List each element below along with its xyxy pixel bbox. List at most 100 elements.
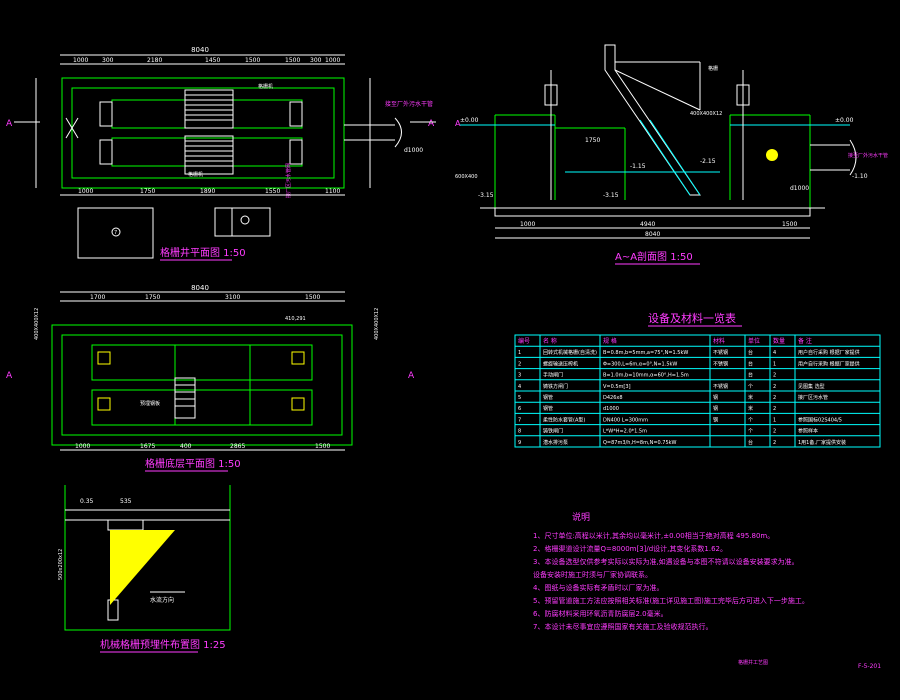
table-cell: 不锈钢 [713, 349, 728, 356]
detail-walls [64, 485, 231, 631]
table-header-cell: 编号 [518, 337, 530, 345]
table-header-cell: 规 格 [603, 337, 617, 345]
section-overall: 8040 [645, 231, 660, 238]
dim-text: 1000 [75, 443, 90, 450]
table-cell: 1 [773, 361, 776, 367]
table-cell: 4 [518, 384, 521, 390]
embed-plate-icon [291, 351, 305, 365]
notes-block: 说明 1、尺寸单位:高程以米计,其余均以毫米计,±0.00相当于绝对高程 495… [533, 511, 809, 631]
table-cell: 9 [518, 440, 521, 446]
table-cell: 4 [773, 350, 776, 356]
table-cell: 钢 [713, 394, 718, 401]
drawing-name: 格栅井工艺图 [738, 659, 768, 666]
table-cell: Q=87m3/h,H=8m,N=0.75kW [603, 440, 677, 446]
mid-note: 410,291 [285, 316, 306, 322]
note-line: 2、格栅渠道设计流量Q=8000m[3]/d设计,其变化系数1.62。 [533, 544, 727, 553]
lower-outer-wall [51, 324, 353, 446]
table-cell: 螺旋输送压榨机 [543, 360, 578, 367]
pump-circle-icon [111, 227, 121, 237]
table-cell: 钢管 [543, 394, 553, 401]
table-cell: 钢管 [543, 405, 553, 412]
dim-1750: 1750 [585, 137, 600, 144]
dim-text: 2865 [230, 443, 245, 450]
embed-plate-icon [97, 351, 111, 365]
dim-text: 1000 [520, 221, 535, 228]
section-view: 格栅 ±0.00 ±0.00 -1.15 -2.15 -3.15 [455, 44, 888, 265]
plan-lower-view: 8040 1700 1750 3100 1500 410,291 预埋钢板 40… [6, 284, 415, 472]
table-cell: D426x8 [603, 395, 623, 401]
dim-text: 1500 [782, 221, 797, 228]
table-cell: 用户自行采购 根据厂家提供 [798, 360, 860, 367]
table-cell: 7 [518, 417, 521, 423]
section-mark-right: A [428, 119, 435, 129]
dim-text: 1100 [325, 188, 340, 195]
embed-plate-icon [291, 397, 305, 411]
detail-dim-top: 535 [120, 498, 132, 505]
table-cell: 个 [748, 429, 753, 435]
elev-low-left: -3.15 [478, 192, 494, 199]
dim-text: 2180 [147, 57, 162, 64]
left-note: 600X400 [455, 174, 478, 180]
table-cell: 2 [773, 384, 776, 390]
table-cell: L*W*H=2.0*1.5m [603, 429, 647, 435]
elev-top-left: ±0.00 [460, 117, 479, 124]
dim-text: 1750 [145, 294, 160, 301]
gate-icon [99, 101, 113, 127]
gate-icon [99, 139, 113, 165]
plan-top-view: 8040 1000 300 2180 1450 1500 1500 300 10… [6, 46, 436, 261]
table-cell: 8 [518, 429, 521, 435]
table-cell: B=0.8m,b=5mm,a=75°,N=1.5kW [603, 350, 688, 356]
table-cell: 不锈钢 [713, 360, 728, 367]
table-header-cell: 材料 [713, 337, 725, 345]
table-cell: Φ=300,L=6m,α=0°,N=1.5kW [603, 361, 677, 367]
table-cell: 参照样本 [798, 428, 818, 435]
inner-wall [71, 87, 335, 179]
note-line: 1、尺寸单位:高程以米计,其余均以毫米计,±0.00相当于绝对高程 495.80… [533, 531, 774, 540]
table-header-cell: 数量 [773, 337, 785, 345]
table-cell: 接厂区污水管 [798, 394, 828, 401]
outer-wall [61, 77, 345, 189]
section-outlet-pipe [810, 139, 857, 176]
outlet-pipe [344, 117, 402, 148]
pipe-size: d1000 [404, 147, 423, 154]
elev-mid2: -2.15 [700, 158, 716, 165]
section-pipe-size: d1000 [790, 185, 809, 192]
dim-text: 400 [180, 443, 192, 450]
dim-text: 1550 [265, 188, 280, 195]
tank-outline [494, 115, 811, 209]
note-line: 5、预留管道施工方法应按照相关标准(施工详见施工图)施工完毕后方可进入下一步施工… [533, 596, 809, 605]
table-cell: 2 [773, 373, 776, 379]
dim-text: 3100 [225, 294, 240, 301]
table-cell: 2 [773, 429, 776, 435]
detail-dim-left: 0.35 [80, 498, 94, 505]
table-cell: 台 [748, 349, 753, 356]
pit-hatch [174, 377, 196, 419]
table-cell: 柔性防水套管(A型) [543, 416, 585, 423]
valve-circle-icon [240, 215, 250, 225]
note-line: 6、防腐材料采用环氧沥青防腐层2.0毫米。 [533, 609, 668, 618]
lower-inner-wall [61, 334, 343, 436]
dim-text: 1450 [205, 57, 220, 64]
table-header-cell: 单位 [748, 337, 760, 345]
dim-text: 1500 [285, 57, 300, 64]
dim-text: 1890 [200, 188, 215, 195]
lower-overall: 8040 [191, 284, 209, 292]
table-cell: 钢 [713, 405, 718, 412]
plan-top-title: 格栅井平面图 1:50 [160, 246, 246, 259]
screen-label-2: 格栅机 [188, 171, 203, 178]
table-cell: 铸铁闸门 [543, 428, 563, 435]
dim-text: 1500 [315, 443, 330, 450]
table-cell: 2 [773, 406, 776, 412]
elev-mid: -1.15 [630, 163, 646, 170]
table-cell: 米 [748, 405, 753, 412]
table-cell: 铸铁方闸门 [543, 383, 568, 390]
table-cell: 台 [748, 360, 753, 367]
note-line: 设备安装时施工时须与厂家协调联系。 [533, 570, 652, 579]
side-note-right: 400X400X12 [374, 308, 380, 340]
dim-text: 1000 [73, 57, 88, 64]
table-cell: 2 [518, 361, 521, 367]
embed-plate-icon [97, 397, 111, 411]
dim-text: 1000 [325, 57, 340, 64]
